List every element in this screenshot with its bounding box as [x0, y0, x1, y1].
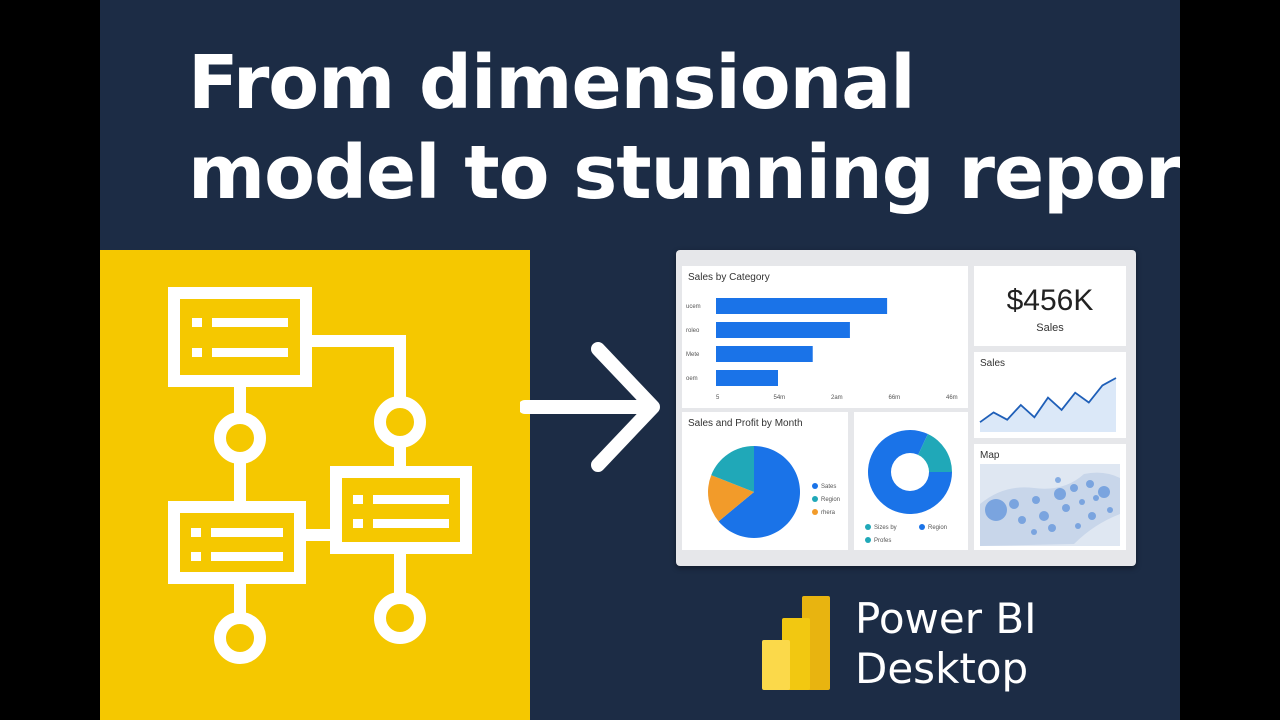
x-tick-label: 54m [774, 395, 786, 401]
bar [716, 298, 888, 314]
headline: From dimensional model to stunning repor… [188, 38, 1180, 218]
pie-slice [711, 446, 754, 492]
bar-category-label: roleo [686, 328, 700, 334]
legend-swatch [812, 509, 818, 515]
legend-swatch [812, 496, 818, 502]
legend-swatch [812, 483, 818, 489]
map-card: Map [974, 444, 1126, 550]
model-panel [100, 250, 530, 720]
donut-hole [891, 453, 929, 491]
x-tick-label: 46m [946, 395, 958, 401]
pie-slice [708, 475, 754, 522]
legend-label: Region [928, 525, 947, 531]
legend-label: rhera [821, 510, 836, 516]
headline-line-2: model to stunning report [188, 130, 1180, 216]
legend-label: Sizes by [874, 525, 897, 531]
dimensional-model-icon [168, 287, 472, 664]
kpi-label: Sales [1036, 322, 1064, 334]
legend-swatch [919, 524, 925, 530]
legend-label: Profes [874, 538, 891, 544]
brand-name: Power BI [855, 594, 1037, 643]
line-chart-card: Sales [974, 352, 1126, 438]
kpi-card: $456K Sales [974, 266, 1126, 346]
pie-chart-title: Sales and Profit by Month [688, 418, 803, 429]
area-fill [980, 378, 1116, 432]
bar [716, 346, 813, 362]
bar-chart-title: Sales by Category [688, 272, 770, 283]
line-series [979, 377, 1117, 423]
x-tick-label: 2am [831, 395, 843, 401]
line-chart [979, 377, 1117, 432]
bar [716, 370, 778, 386]
x-tick-label: 66m [889, 395, 901, 401]
bar-category-label: Mete [686, 352, 700, 358]
x-tick-label: 5 [716, 395, 720, 401]
headline-line-1: From dimensional [188, 40, 916, 126]
pie-slice [718, 446, 801, 538]
legend-swatch [865, 524, 871, 530]
thumbnail-canvas: From dimensional model to stunning repor… [100, 0, 1180, 720]
map-title: Map [980, 450, 1000, 461]
power-bi-brand: Power BI Desktop [760, 592, 1180, 702]
legend-label: Sates [821, 484, 836, 490]
right-arrow-icon [520, 342, 660, 472]
power-bi-logo-icon [762, 596, 830, 690]
legend-swatch [865, 537, 871, 543]
bar-category-label: oem [686, 376, 698, 382]
kpi-value: $456K [1006, 284, 1094, 317]
brand-product: Desktop [855, 644, 1029, 693]
bar [716, 322, 850, 338]
legend-label: Region [821, 497, 840, 503]
bar-category-label: ucem [686, 304, 701, 310]
map-visual [980, 464, 1120, 546]
line-chart-title: Sales [980, 358, 1006, 369]
